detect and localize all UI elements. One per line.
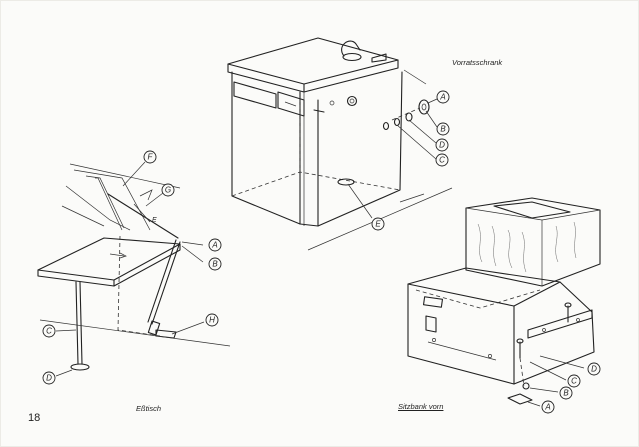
- cabinet-callouts: A B D C E: [371, 90, 450, 231]
- callout-bench-a: A: [541, 400, 555, 414]
- svg-text:A: A: [544, 403, 550, 412]
- cabinet-drawing: [227, 37, 453, 251]
- bench-callouts: D C B A: [541, 362, 601, 414]
- svg-text:E: E: [152, 217, 157, 224]
- caption-sitzbank: Sitzbank vorn: [398, 402, 444, 411]
- svg-text:G: G: [165, 186, 171, 195]
- svg-text:C: C: [439, 156, 445, 165]
- svg-text:D: D: [46, 374, 52, 383]
- bench-drawing: [407, 197, 601, 407]
- svg-text:C: C: [46, 327, 52, 336]
- callout-table-g: G: [161, 183, 175, 197]
- svg-text:B: B: [212, 260, 218, 269]
- callout-cabinet-d: D: [435, 138, 449, 152]
- callout-table-c: C: [42, 324, 56, 338]
- callout-bench-c: C: [567, 374, 581, 388]
- svg-text:D: D: [591, 365, 597, 374]
- svg-text:H: H: [209, 316, 215, 325]
- svg-text:D: D: [439, 141, 445, 150]
- callout-cabinet-e: E: [371, 217, 385, 231]
- svg-text:F: F: [148, 153, 154, 162]
- caption-esstisch: Eßtisch: [136, 404, 162, 413]
- caption-vorratsschrank: Vorratsschrank: [452, 58, 503, 67]
- page-number: 18: [28, 412, 41, 424]
- callout-table-a: A: [208, 238, 222, 252]
- callout-cabinet-b: B: [436, 122, 450, 136]
- callout-bench-d: D: [587, 362, 601, 376]
- callout-table-b: B: [208, 257, 222, 271]
- callout-bench-b: B: [559, 386, 573, 400]
- svg-text:A: A: [439, 93, 445, 102]
- callout-cabinet-a: A: [436, 90, 450, 104]
- svg-text:B: B: [563, 389, 569, 398]
- svg-text:E: E: [375, 220, 381, 229]
- callout-cabinet-c: C: [435, 153, 449, 167]
- svg-text:A: A: [211, 241, 217, 250]
- table-drawing: E: [37, 161, 231, 377]
- svg-text:B: B: [440, 125, 446, 134]
- callout-table-f: F: [143, 150, 157, 164]
- svg-text:C: C: [571, 377, 577, 386]
- callout-table-h: H: [205, 313, 219, 327]
- callout-table-d: D: [42, 371, 56, 385]
- table-callouts: F G A B C H D: [42, 150, 222, 385]
